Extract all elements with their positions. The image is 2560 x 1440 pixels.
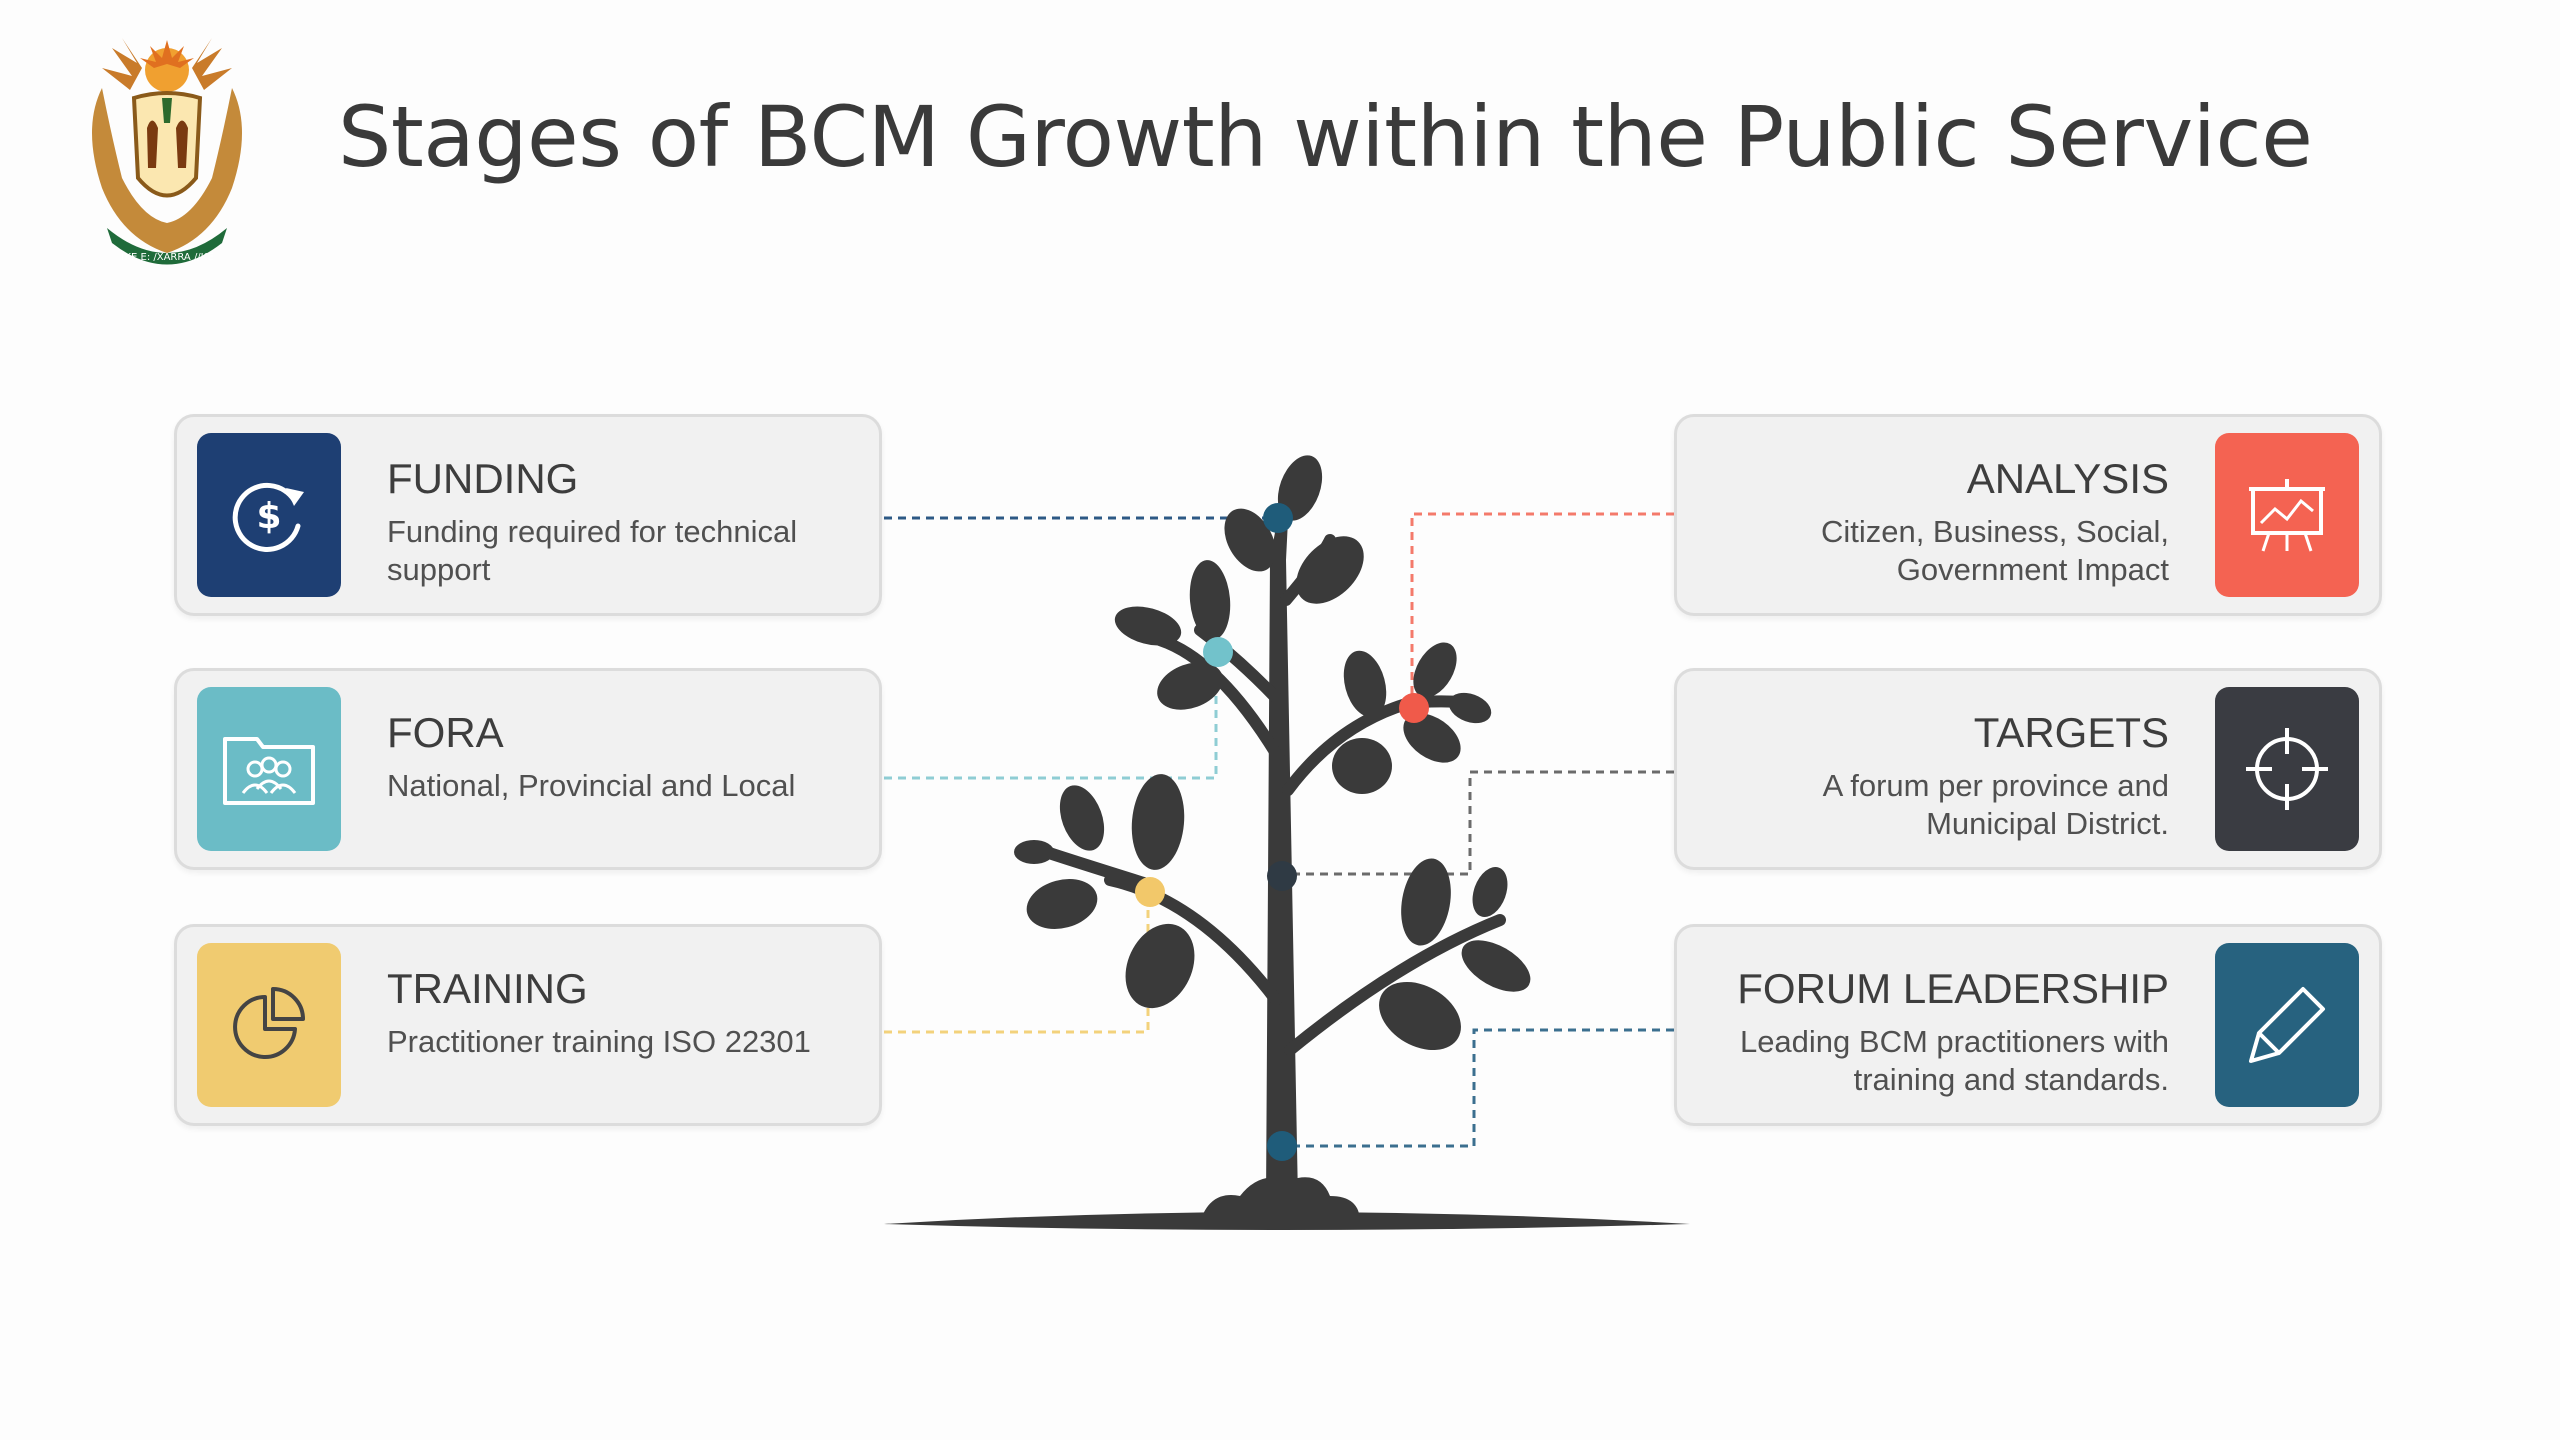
node-targets [1267,861,1297,891]
logo-motto-text: !KE E: /XARRA //KE [120,252,213,263]
forum-leadership-icon-box [2215,943,2359,1107]
presentation-chart-icon [2249,479,2325,552]
connector-forum-leadership [1282,1028,1674,1148]
node-fora [1203,637,1233,667]
connector-training [884,892,1150,1034]
crosshair-icon [2246,728,2328,810]
stage-title: ANALYSIS [1966,455,2169,502]
pen-icon [2249,987,2325,1063]
stage-card-training: TRAINING Practitioner training ISO 22301 [174,924,882,1126]
node-forum-leadership [1267,1131,1297,1161]
page-title: Stages of BCM Growth within the Public S… [338,88,2313,186]
targets-icon-box [2215,687,2359,851]
tree-leaves [1014,455,1531,1051]
connector-targets [1282,770,1674,876]
connector-analysis [1410,512,1674,706]
stage-title: TRAINING [387,965,588,1012]
stage-card-fora: FORA National, Provincial and Local [174,668,882,870]
dollar-refresh-icon: $ [232,482,304,552]
stage-description: Practitioner training ISO 22301 [387,1024,811,1059]
stage-title: FORUM LEADERSHIP [1737,965,2169,1012]
stage-card-analysis: ANALYSIS Citizen, Business, Social,Gover… [1674,414,2382,616]
node-funding [1263,503,1293,533]
stage-title: FUNDING [387,455,579,502]
stage-description: National, Provincial and Local [387,768,796,803]
connector-fora [884,652,1218,780]
analysis-icon-box [2215,433,2359,597]
tree-trunk [1266,480,1298,1200]
stage-title: FORA [387,709,504,756]
people-folder-icon [223,737,315,805]
node-training [1135,877,1165,907]
stage-card-forum-leadership: FORUM LEADERSHIP Leading BCM practitione… [1674,924,2382,1126]
node-analysis [1399,693,1429,723]
coat-of-arms-logo: !KE E: /XARRA //KE [92,38,242,265]
funding-icon-box: $ [197,433,341,597]
stage-title: TARGETS [1973,709,2169,756]
stage-description: Citizen, Business, Social,Government Imp… [1820,514,2169,587]
stage-card-funding: $ FUNDING Funding required for technical… [174,414,882,616]
training-icon-box [197,943,341,1107]
pie-chart-icon [233,987,305,1059]
fora-icon-box [197,687,341,851]
svg-text:$: $ [256,496,281,537]
